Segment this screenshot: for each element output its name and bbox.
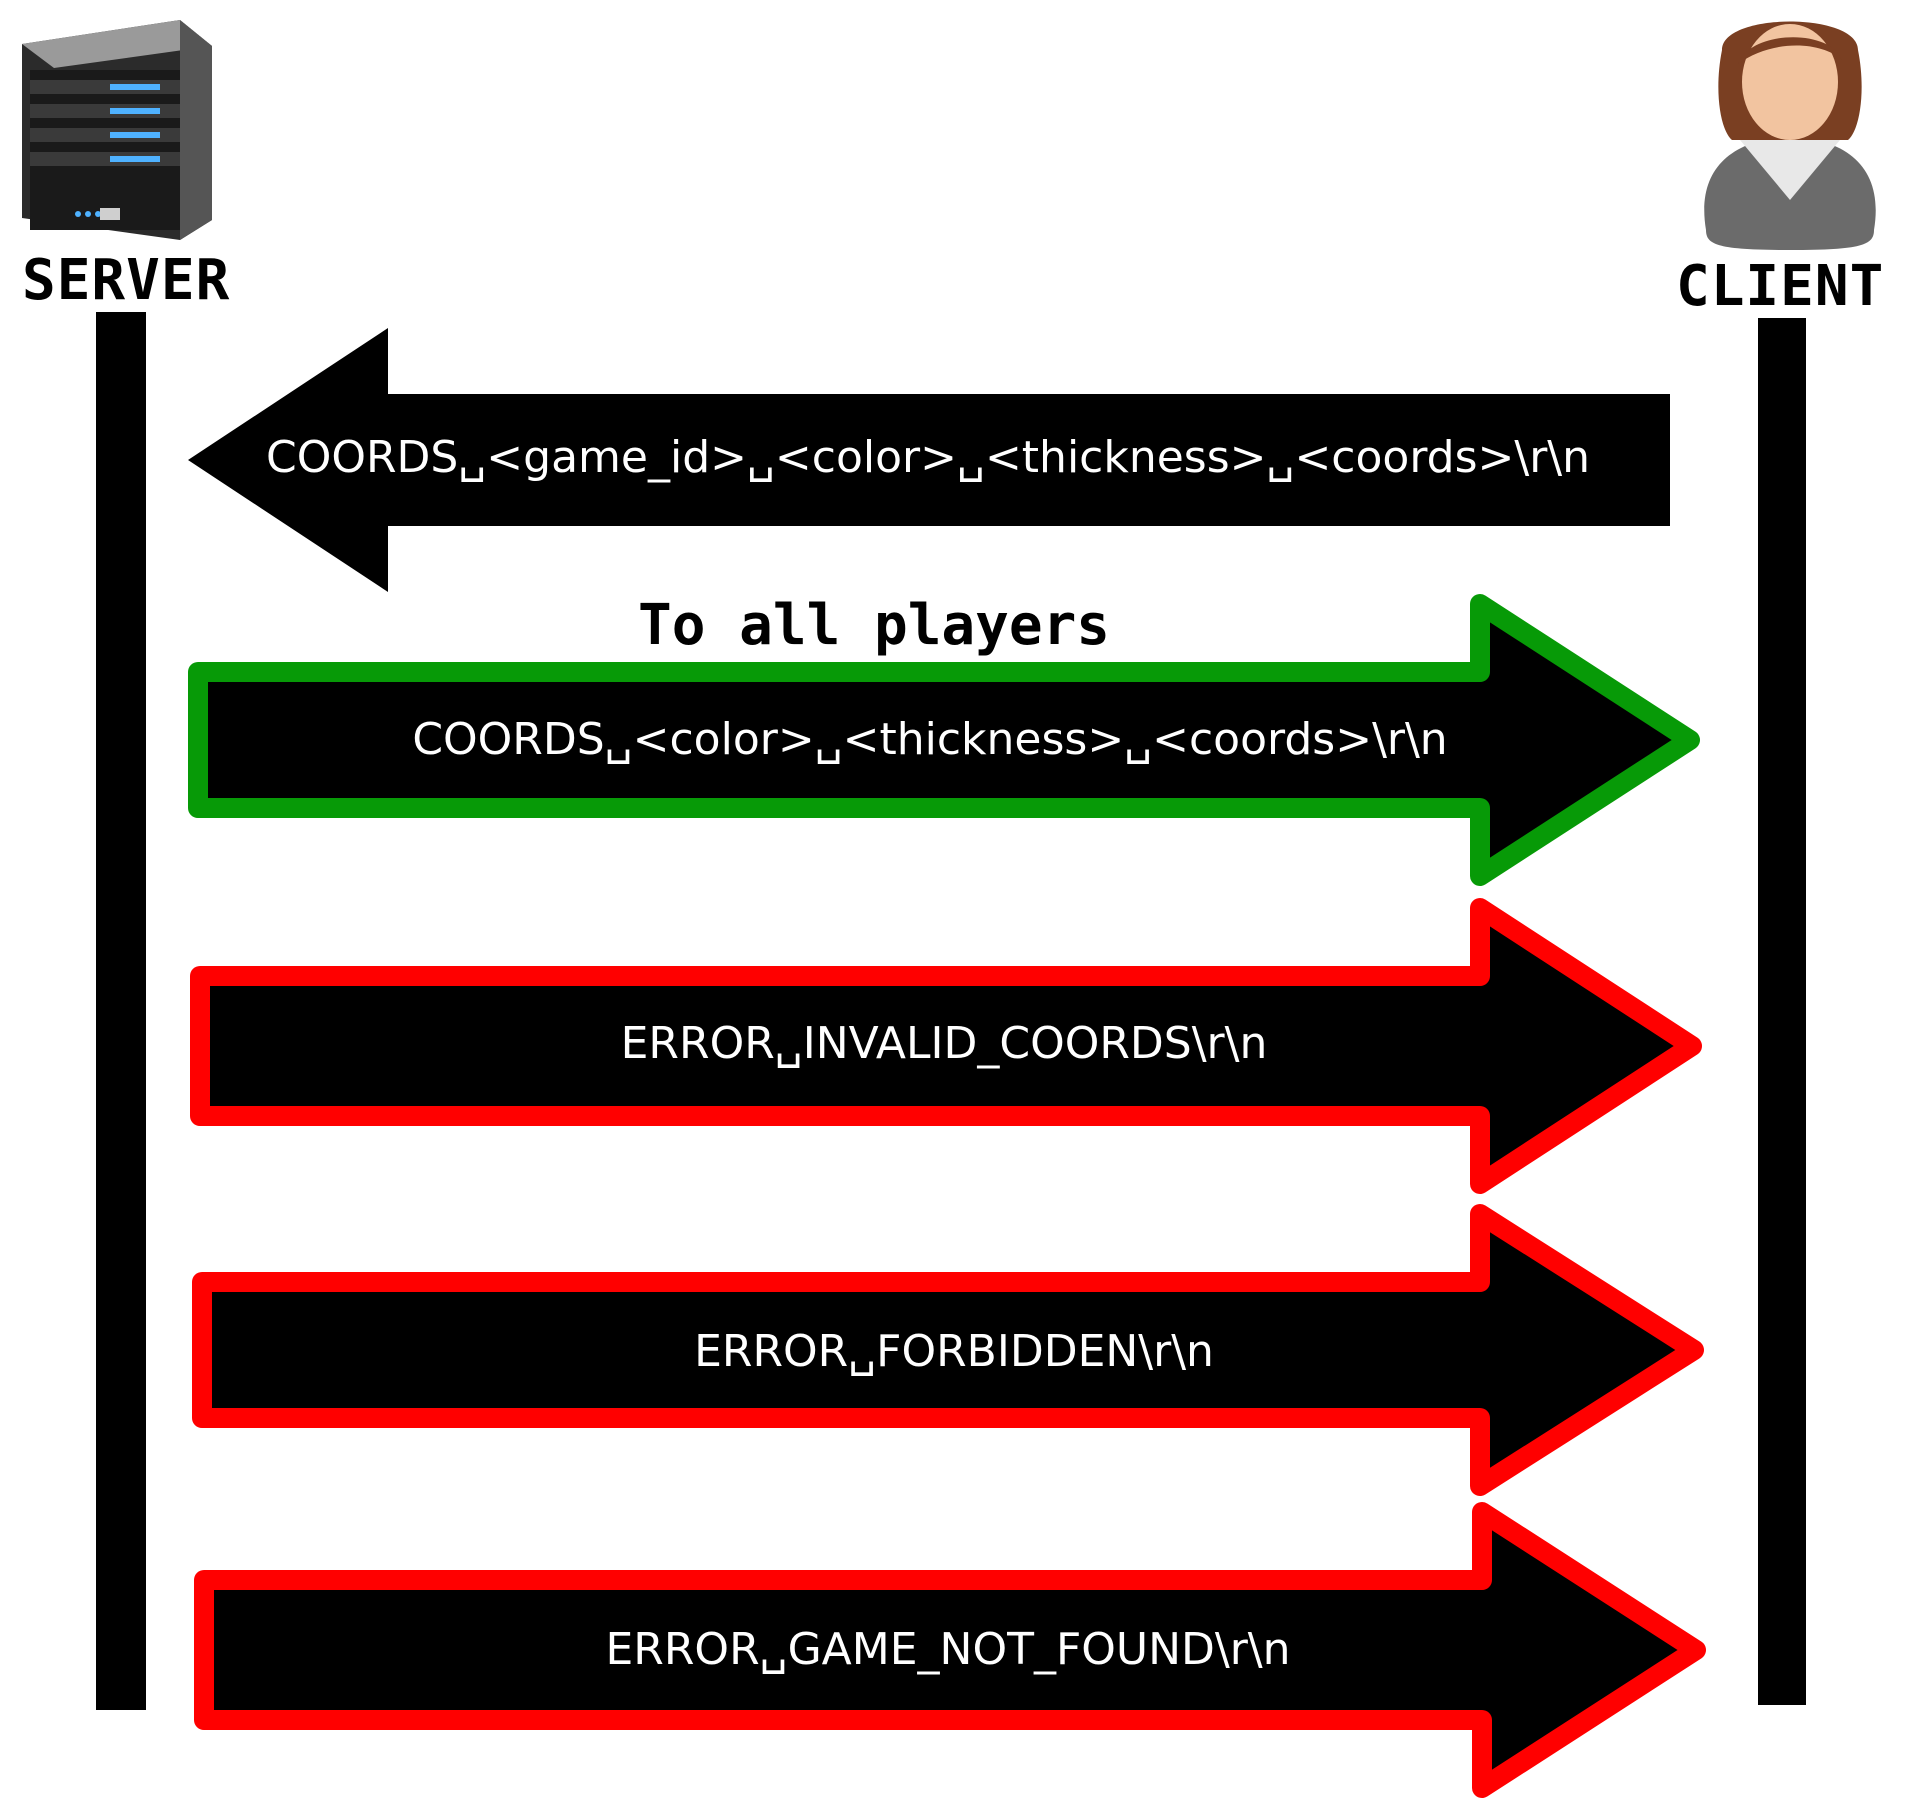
server-lifeline [96, 312, 146, 1710]
success-arrow [188, 594, 1700, 886]
server-icon [22, 20, 212, 240]
user-icon [1704, 21, 1876, 250]
request-message-text: COORDS␣<game_id>␣<color>␣<thickness>␣<co… [265, 432, 1591, 483]
server-label: SERVER [22, 248, 231, 313]
error-arrow-invalid-coords [190, 898, 1702, 1194]
success-message-text: COORDS␣<color>␣<thickness>␣<coords>\r\n [412, 714, 1448, 765]
client-label: CLIENT [1676, 254, 1885, 319]
request-arrow [188, 328, 1670, 592]
client-lifeline [1758, 318, 1806, 1705]
error-invalid-coords-text: ERROR␣INVALID_COORDS\r\n [620, 1018, 1268, 1069]
error-game-not-found-text: ERROR␣GAME_NOT_FOUND\r\n [605, 1624, 1291, 1675]
error-arrow-forbidden [192, 1204, 1704, 1496]
broadcast-note: To all players [638, 593, 1111, 658]
error-forbidden-text: ERROR␣FORBIDDEN\r\n [694, 1326, 1214, 1377]
error-arrow-game-not-found [194, 1502, 1706, 1798]
